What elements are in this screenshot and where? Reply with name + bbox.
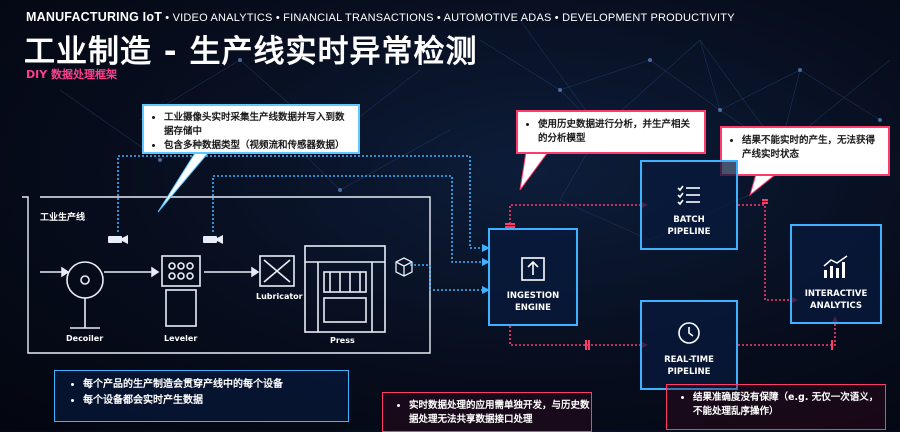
production-line-label: 工业生产线 xyxy=(40,213,86,223)
upload-icon xyxy=(521,257,545,281)
realtime-pipeline-label: REAL-TIME PIPELINE xyxy=(664,355,714,377)
page-title: 工业制造 - 生产线实时异常检测 xyxy=(24,34,478,70)
pipeline-flows xyxy=(509,204,836,346)
camera-callout-item: 工业摄像头实时采集生产线数据并写入到数据存储中 xyxy=(164,111,352,139)
devices-note: 每个产品的生产制造会贯穿产线中的每个设备 每个设备都会实时产生数据 xyxy=(54,370,349,422)
bar-chart-icon xyxy=(823,255,848,278)
decoiler-icon xyxy=(66,261,104,329)
categories-line: MANUFACTURING IoT • VIDEO ANALYTICS • FI… xyxy=(26,10,735,24)
page-subtitle: DIY 数据处理框架 xyxy=(26,68,118,81)
clock-icon xyxy=(678,322,700,344)
batch-callout-tail xyxy=(749,173,778,197)
accuracy-note-item: 结果准确度没有保障（e.g. 无仅一次语义，不能处理乱序操作） xyxy=(693,391,885,419)
realtime-pipeline-node: REAL-TIME PIPELINE xyxy=(640,300,738,390)
category-rest: • VIDEO ANALYTICS • FINANCIAL TRANSACTIO… xyxy=(162,12,735,24)
production-line-frame xyxy=(22,196,431,354)
realtime-issue-note: 实时数据处理的应用需单独开发，与历史数据处理无法共享数据接口处理 xyxy=(382,392,592,432)
realtime-issue-item: 实时数据处理的应用需单独开发，与历史数据处理无法共享数据接口处理 xyxy=(409,399,591,427)
camera-callout-tail xyxy=(157,152,210,213)
batch-note-item: 结果不能实时的产生，无法获得产线实时状态 xyxy=(742,134,882,162)
ingestion-engine-label: INGESTION ENGINE xyxy=(506,291,560,313)
history-callout-item: 使用历史数据进行分析，并生产相关的分析模型 xyxy=(538,118,698,146)
history-callout: 使用历史数据进行分析，并生产相关的分析模型 xyxy=(516,110,706,154)
lubricator-label: Lubricator xyxy=(256,292,303,301)
batch-pipeline-label: BATCH PIPELINE xyxy=(667,215,711,237)
press-label: Press xyxy=(330,336,355,345)
product-cube-icon xyxy=(395,257,413,277)
flow-arrowheads-blue xyxy=(482,244,490,294)
press-icon xyxy=(304,245,386,333)
decoiler-label: Decoiler xyxy=(66,334,104,343)
camera-callout-item: 包含多种数据类型（视频流和传感器数据） xyxy=(164,139,352,153)
lubricator-icon xyxy=(259,255,295,287)
history-callout-tail xyxy=(519,151,549,191)
interactive-analytics-label: INTERACTIVE ANALYTICS xyxy=(804,289,868,311)
camera-icon xyxy=(108,235,223,244)
accuracy-note: 结果准确度没有保障（e.g. 无仅一次语义，不能处理乱序操作） xyxy=(666,384,886,430)
camera-callout: 工业摄像头实时采集生产线数据并写入到数据存储中 包含多种数据类型（视频流和传感器… xyxy=(142,104,360,154)
interactive-analytics-node: INTERACTIVE ANALYTICS xyxy=(790,224,882,324)
batch-pipeline-node: BATCH PIPELINE xyxy=(640,160,738,250)
devices-note-item: 每个设备都会实时产生数据 xyxy=(83,393,348,409)
camera-data-flows xyxy=(117,155,488,291)
leveler-icon xyxy=(161,255,201,327)
category-bold: MANUFACTURING IoT xyxy=(26,10,163,24)
leveler-label: Leveler xyxy=(164,334,198,343)
line-arrows xyxy=(40,266,260,278)
batch-note-callout: 结果不能实时的产生，无法获得产线实时状态 xyxy=(720,126,890,176)
devices-note-item: 每个产品的生产制造会贯穿产线中的每个设备 xyxy=(83,377,348,393)
flow-markers xyxy=(505,199,833,350)
checklist-icon xyxy=(677,185,700,206)
ingestion-engine-node: INGESTION ENGINE xyxy=(488,228,578,326)
